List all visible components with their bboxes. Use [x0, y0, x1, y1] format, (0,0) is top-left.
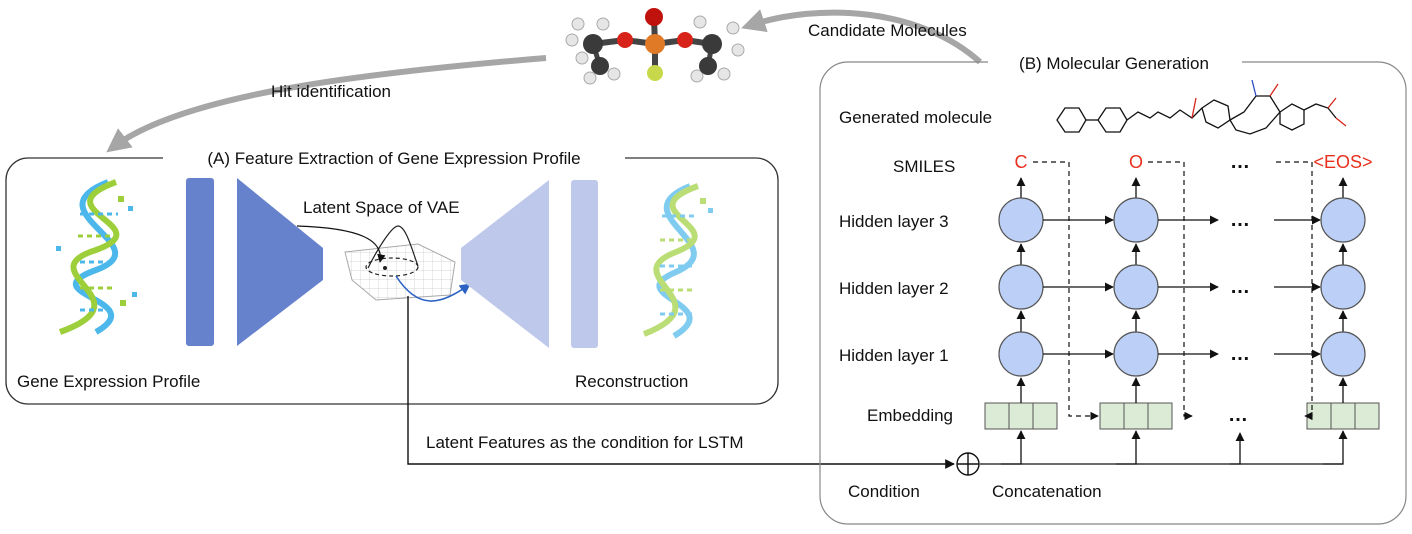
token-feedback-arrow	[1033, 161, 1099, 421]
lstm-node	[998, 264, 1044, 310]
lstm-node	[1113, 331, 1159, 377]
lstm-node	[1320, 264, 1366, 310]
generated-molecule-label: Generated molecule	[839, 108, 992, 127]
lstm-node	[998, 197, 1044, 243]
ellipsis-hidden: …	[1230, 343, 1250, 365]
ellipsis-hidden: …	[1230, 276, 1250, 298]
decoder-trapezoid	[461, 180, 549, 348]
panel-a-title: (A) Feature Extraction of Gene Expressio…	[207, 149, 580, 168]
embedding-cell	[1099, 402, 1125, 430]
condition-connector	[1323, 430, 1348, 465]
embedding-cell	[1008, 402, 1034, 430]
embedding-cell	[1354, 402, 1380, 430]
condition-connector	[1230, 432, 1245, 465]
output-label: Reconstruction	[575, 372, 688, 391]
smiles-token: O	[1129, 152, 1143, 172]
latent-space-label: Latent Space of VAE	[303, 198, 460, 217]
ellipsis-hidden: …	[1230, 209, 1250, 231]
smiles-token: <EOS>	[1313, 152, 1372, 172]
lstm-node	[1113, 197, 1159, 243]
embedding-cell	[1330, 402, 1356, 430]
row-label-smiles: SMILES	[893, 157, 955, 176]
concatenation-label: Concatenation	[992, 482, 1102, 501]
smiles-token: C	[1015, 152, 1028, 172]
ellipsis-smiles: …	[1230, 151, 1250, 173]
lstm-node	[1113, 264, 1159, 310]
lstm-grid: C O <EOS> … … … … …	[956, 151, 1380, 476]
token-feedback-arrow	[1276, 161, 1313, 421]
condition-label: Condition	[848, 482, 920, 501]
panel-b-title: (B) Molecular Generation	[1019, 54, 1209, 73]
encoder-trapezoid	[237, 178, 323, 346]
lstm-node	[998, 331, 1044, 377]
ellipsis-embedding: …	[1228, 404, 1248, 426]
candidate-label: Candidate Molecules	[808, 21, 967, 40]
panel-a: (A) Feature Extraction of Gene Expressio…	[5, 145, 779, 405]
hit-label: Hit identification	[271, 82, 391, 101]
embedding-cell	[984, 402, 1010, 430]
condition-connector	[1001, 430, 1026, 465]
encoder-layer	[186, 178, 214, 346]
condition-connector	[1116, 430, 1141, 465]
row-label-hidden2: Hidden layer 2	[839, 279, 949, 298]
row-label-hidden1: Hidden layer 1	[839, 346, 949, 365]
latent-space-icon	[296, 225, 471, 302]
lstm-node	[1320, 331, 1366, 377]
row-label-hidden3: Hidden layer 3	[839, 212, 949, 231]
embedding-cell	[1147, 402, 1173, 430]
input-label: Gene Expression Profile	[17, 372, 200, 391]
panel-b: (B) Molecular Generation Generated molec…	[819, 50, 1407, 525]
hit-identification-arrow	[106, 55, 547, 153]
latent-features-label: Latent Features as the condition for LST…	[426, 433, 744, 452]
lstm-node	[1320, 197, 1366, 243]
row-label-embedding: Embedding	[867, 406, 953, 425]
generated-molecule-structure	[1056, 79, 1347, 135]
embedding-cell	[1032, 402, 1058, 430]
token-feedback-arrow	[1148, 161, 1193, 421]
candidate-arrow	[741, 9, 983, 65]
embedding-cell	[1123, 402, 1149, 430]
input-dna-icon	[56, 179, 137, 335]
decoder-layer	[571, 180, 598, 348]
reconstruction-dna-icon	[642, 183, 713, 339]
candidate-molecule-3d	[565, 8, 745, 85]
condition-arrow	[407, 296, 955, 469]
